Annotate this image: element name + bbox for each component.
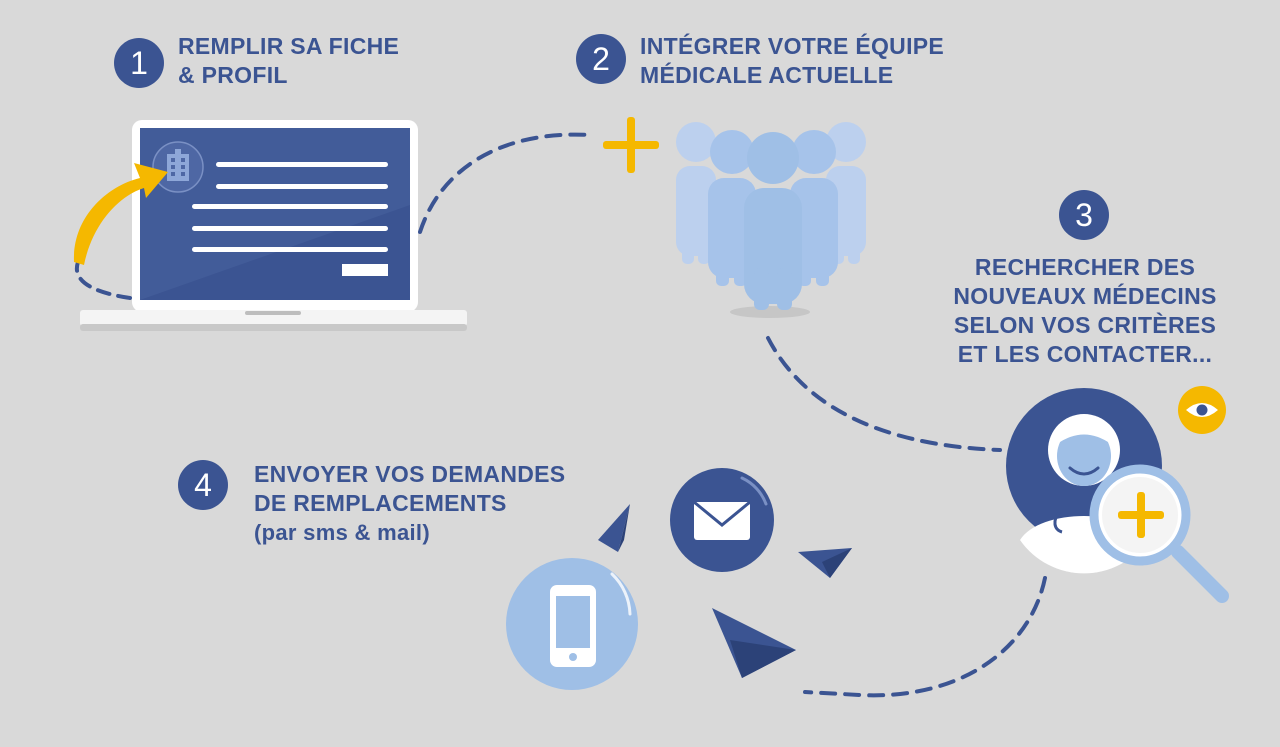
magnifier-icon: [1089, 464, 1229, 603]
eye-icon: [1178, 386, 1226, 434]
step-3-line-3: SELON VOS CRITÈRES: [953, 312, 1217, 338]
step-4-line-2: DE REMPLACEMENTS: [254, 490, 507, 516]
step-3-line-1: RECHERCHER DES: [974, 254, 1196, 280]
hospital-icon: [152, 141, 204, 193]
step-2-number: 2: [576, 34, 626, 84]
step-4-title: ENVOYER VOS DEMANDES DE REMPLACEMENTS (p…: [254, 460, 565, 547]
arrow-icon: [73, 163, 168, 265]
paper-plane-icon: [798, 548, 852, 578]
phone-icon: [506, 558, 638, 690]
mail-icon: [670, 468, 774, 572]
dashed-connector-laptop-team: [418, 132, 592, 234]
paper-plane-icon: [598, 504, 630, 552]
step-1-line-1: REMPLIR SA FICHE: [178, 33, 400, 59]
plus-icon: [603, 117, 659, 173]
step-1-number: 1: [114, 38, 164, 88]
step-4-line-1: ENVOYER VOS DEMANDES: [254, 461, 566, 487]
step-4-number: 4: [178, 460, 228, 510]
laptop-icon: [80, 120, 467, 331]
step-1-title: REMPLIR SA FICHE & PROFIL: [178, 32, 399, 90]
step-3-title: RECHERCHER DES NOUVEAUX MÉDECINS SELON V…: [920, 253, 1250, 369]
step-2-title: INTÉGRER VOTRE ÉQUIPE MÉDICALE ACTUELLE: [640, 32, 944, 90]
step-4-subtitle: (par sms & mail): [254, 520, 430, 545]
team-icon: [676, 122, 866, 318]
dashed-connector-doctor-phone: [803, 576, 1047, 698]
step-3-number: 3: [1059, 190, 1109, 240]
step-2-line-1: INTÉGRER VOTRE ÉQUIPE: [640, 33, 945, 59]
dashed-connector-team-doctor: [766, 336, 1002, 452]
step-3-line-2: NOUVEAUX MÉDECINS: [953, 283, 1217, 309]
dashed-connector-laptop-arrow: [74, 260, 132, 300]
step-1-line-2: & PROFIL: [178, 62, 288, 88]
step-2-line-2: MÉDICALE ACTUELLE: [640, 62, 894, 88]
paper-plane-icon: [712, 608, 796, 678]
step-3-line-4: ET LES CONTACTER...: [957, 341, 1213, 367]
